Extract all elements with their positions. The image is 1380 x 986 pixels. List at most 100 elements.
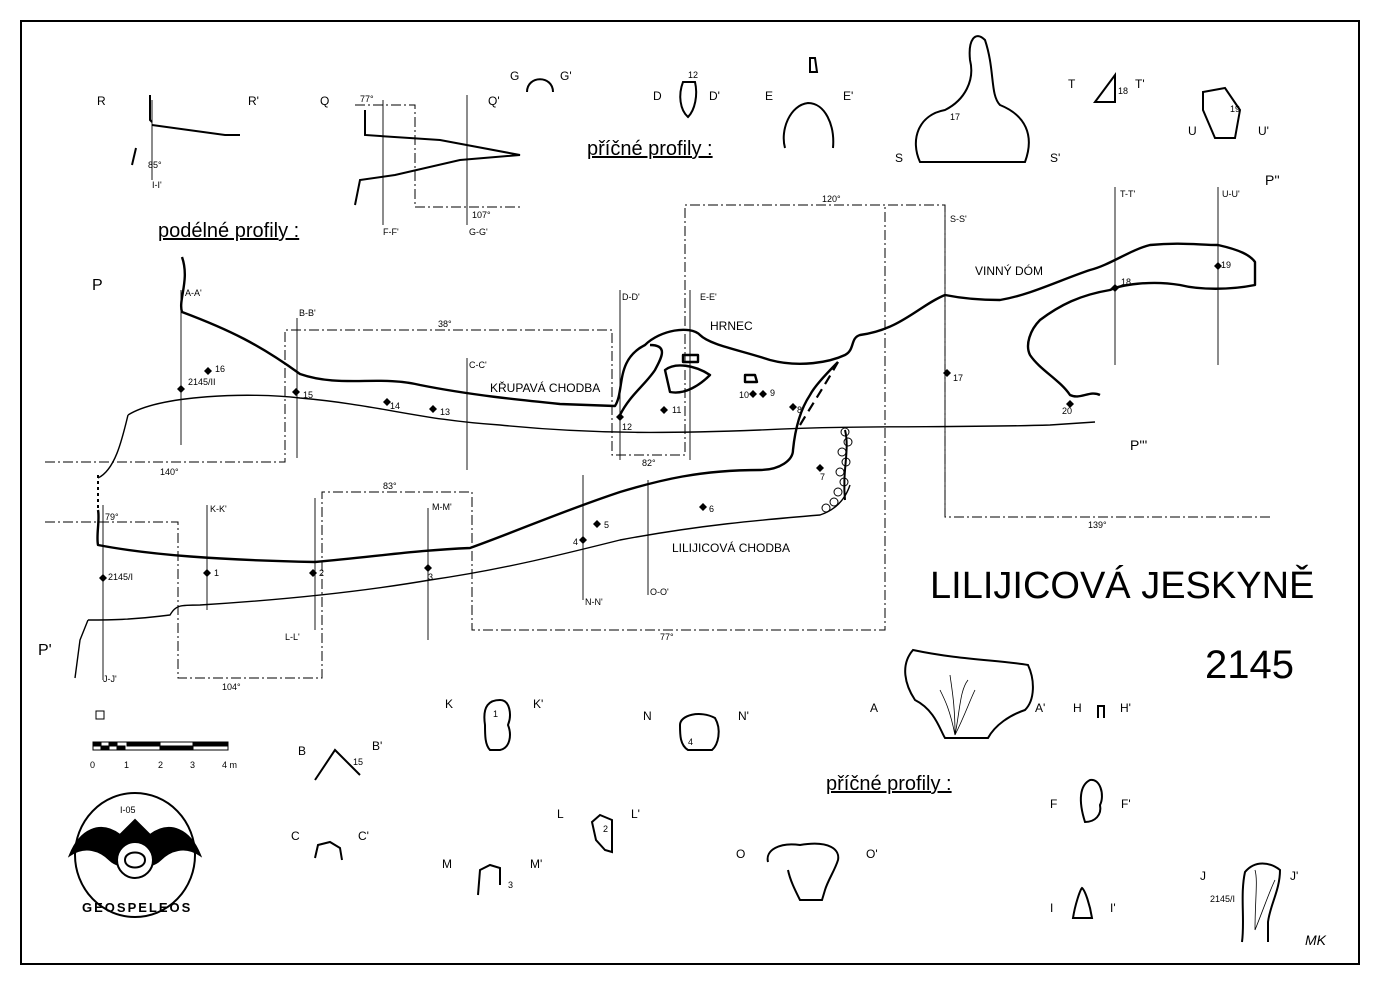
xs-station-12: 12 xyxy=(688,70,698,80)
profile-P2: P'' xyxy=(1265,172,1280,188)
section-DD: D-D' xyxy=(622,292,640,302)
blocks xyxy=(821,427,853,513)
xs-G: G xyxy=(510,69,519,83)
section-NN: N-N' xyxy=(585,597,603,607)
place-lilijicova: LILIJICOVÁ CHODBA xyxy=(672,540,790,555)
cave-number: 2145 xyxy=(1205,643,1294,687)
section-OO: O-O' xyxy=(650,587,669,597)
section-FF: F-F' xyxy=(383,227,399,237)
station-1: 1 xyxy=(214,568,219,578)
heading-longitudinal: podélné profily : xyxy=(158,220,299,242)
station-14: 14 xyxy=(390,401,400,411)
station-19: 19 xyxy=(1221,260,1231,270)
xs-L1: L' xyxy=(631,807,640,821)
logo-top: I-05 xyxy=(120,805,136,815)
section-BB: B-B' xyxy=(299,308,316,318)
section-JJ: J-J' xyxy=(103,674,117,684)
azimuth-139: 139° xyxy=(1088,520,1107,530)
xs-D1: D' xyxy=(709,89,720,103)
profile-P3: P''' xyxy=(1130,437,1147,453)
section-II: I-I' xyxy=(152,180,162,190)
scale-tick-0: 0 xyxy=(90,760,95,770)
xs-M1: M' xyxy=(530,857,542,871)
xs-L: L xyxy=(557,807,564,821)
dashed-passage xyxy=(799,361,839,426)
azimuth-104: 104° xyxy=(222,682,241,692)
station-17: 17 xyxy=(953,373,963,383)
station-7: 7 xyxy=(820,472,825,482)
profile-P: P xyxy=(92,277,103,294)
profile-R1: R' xyxy=(248,94,259,108)
azimuth-107: 107° xyxy=(472,210,491,220)
xs-station-2: 2 xyxy=(603,824,608,834)
scale-tick-4: 4 m xyxy=(222,760,237,770)
scale-tick-1: 1 xyxy=(124,760,129,770)
station-5: 5 xyxy=(604,520,609,530)
xs-J1: J' xyxy=(1290,869,1298,883)
cross-sections xyxy=(131,35,1282,943)
xs-A: A xyxy=(870,701,878,715)
xs-U: U xyxy=(1188,124,1197,138)
xs-station-18: 18 xyxy=(1118,86,1128,96)
xs-A1: A' xyxy=(1035,701,1045,715)
station-markers xyxy=(99,262,1222,582)
xs-O1: O' xyxy=(866,847,878,861)
xs-H1: H' xyxy=(1120,701,1131,715)
station-3: 3 xyxy=(428,572,433,582)
station-11: 11 xyxy=(672,405,681,415)
profile-Q1: Q' xyxy=(488,94,500,108)
profile-P1: P' xyxy=(38,642,52,659)
station-6: 6 xyxy=(709,504,714,514)
xs-K: K xyxy=(445,697,453,711)
station-13: 13 xyxy=(440,407,450,417)
section-lines xyxy=(102,95,1219,680)
xs-station-15: 15 xyxy=(353,757,363,767)
station-20: 20 xyxy=(1062,406,1072,416)
station-9: 9 xyxy=(770,388,775,398)
azimuth-85: 85° xyxy=(148,160,162,170)
xs-S: S xyxy=(895,151,903,165)
xs-station-3: 3 xyxy=(508,880,513,890)
azimuth-77-bottom: 77° xyxy=(660,632,674,642)
xs-B: B xyxy=(298,744,306,758)
xs-J: J xyxy=(1200,869,1206,883)
xs-S1: S' xyxy=(1050,151,1060,165)
cave-walls xyxy=(96,242,1257,564)
logo-ring: GEOSPELEOS xyxy=(82,900,192,915)
section-TT: T-T' xyxy=(1120,189,1135,199)
azimuth-120: 120° xyxy=(822,194,841,204)
station-2: 2 xyxy=(319,568,324,578)
heading-cross-top: příčné profily : xyxy=(587,138,713,160)
signature: MK xyxy=(1305,932,1327,948)
xs-station-2145-I: 2145/I xyxy=(1210,894,1235,904)
station-10: 10 xyxy=(739,390,749,400)
section-CC: C-C' xyxy=(469,360,487,370)
place-krupava: KŘUPAVÁ CHODBA xyxy=(490,380,600,395)
xs-I1: I' xyxy=(1110,901,1116,915)
station-12: 12 xyxy=(622,422,632,432)
xs-F: F xyxy=(1050,797,1057,811)
cave-title: LILIJICOVÁ JESKYNĚ xyxy=(930,564,1314,607)
section-GG: G-G' xyxy=(469,227,488,237)
xs-E: E xyxy=(765,89,773,103)
station-16: 16 xyxy=(215,364,225,374)
xs-K1: K' xyxy=(533,697,543,711)
xs-I: I xyxy=(1050,901,1053,915)
xs-B1: B' xyxy=(372,739,382,753)
map-frame xyxy=(20,20,1360,965)
section-SS: S-S' xyxy=(950,214,967,224)
xs-T: T xyxy=(1068,77,1076,91)
azimuth-82: 82° xyxy=(642,458,656,468)
xs-D: D xyxy=(653,89,662,103)
azimuth-140: 140° xyxy=(160,467,179,477)
station-15: 15 xyxy=(303,390,313,400)
azimuth-79: 79° xyxy=(105,512,119,522)
xs-C: C xyxy=(291,829,300,843)
place-vinny: VINNÝ DÓM xyxy=(975,263,1043,278)
xs-F1: F' xyxy=(1121,797,1131,811)
station-4: 4 xyxy=(573,537,578,547)
xs-station-4: 4 xyxy=(688,737,693,747)
xs-O: O xyxy=(736,847,745,861)
geospeleos-logo xyxy=(67,792,203,918)
